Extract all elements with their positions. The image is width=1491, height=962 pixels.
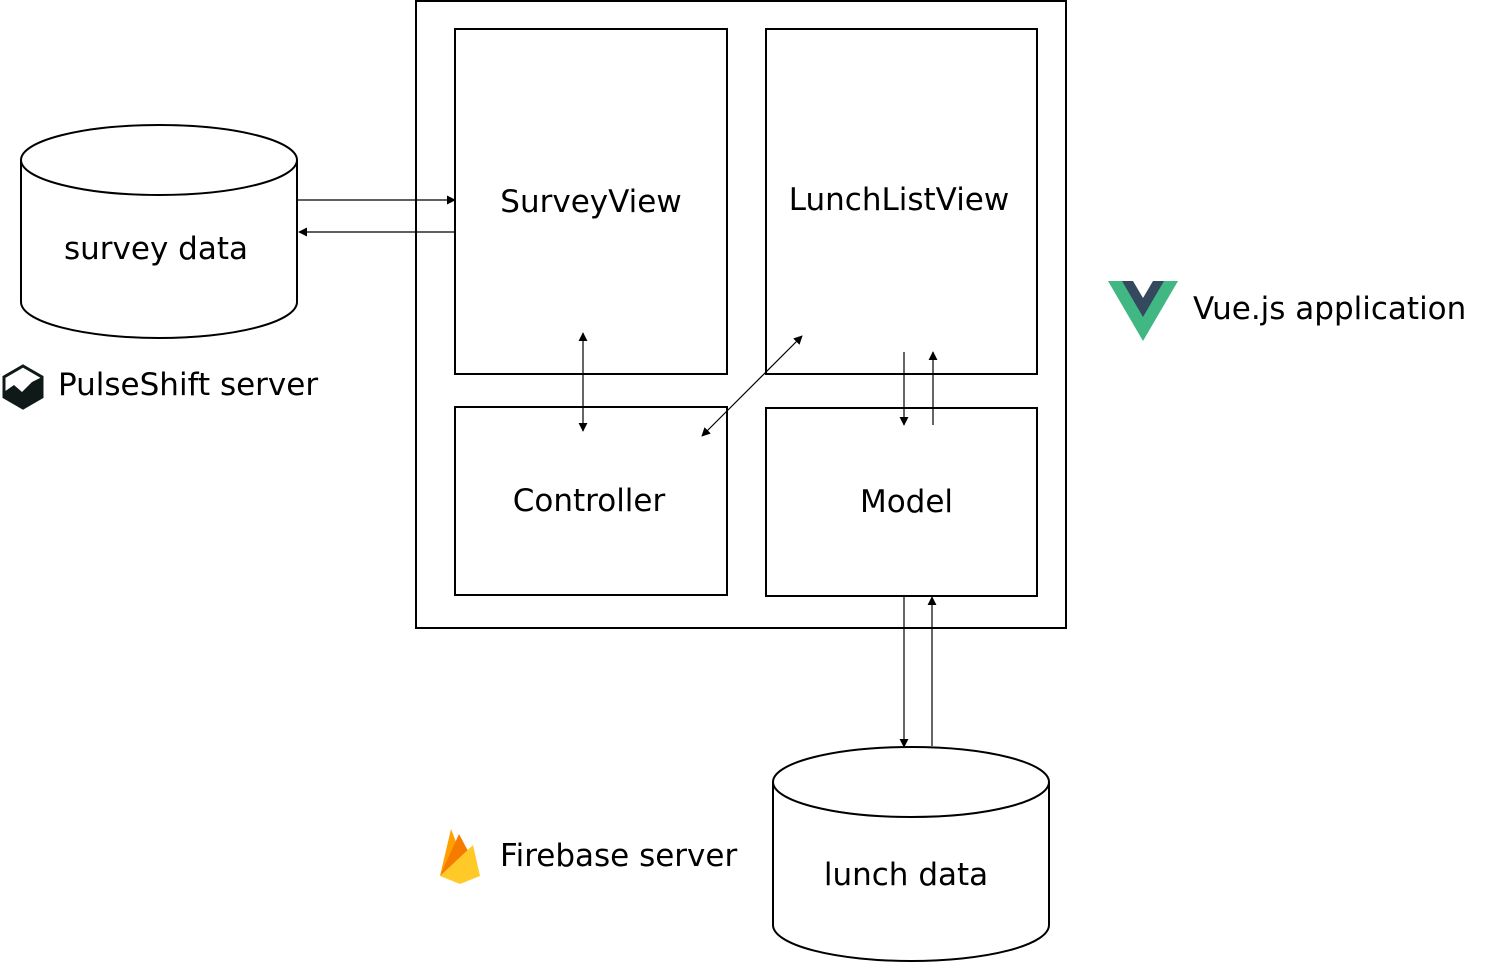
lunch-data-cylinder: lunch data (772, 746, 1050, 962)
model-box (765, 407, 1038, 597)
lunch-list-view-box (765, 28, 1038, 375)
firebase-server-label: Firebase server (500, 838, 738, 874)
pulseshift-icon (2, 364, 44, 410)
survey-view-label: SurveyView (500, 184, 682, 220)
survey-data-cylinder: survey data (20, 124, 298, 339)
arrow-controller-lunch-list-view (701, 335, 803, 437)
lunch-data-label: lunch data (824, 857, 988, 893)
firebase-icon (440, 829, 480, 884)
vue-icon (1108, 281, 1178, 341)
controller-box (454, 406, 728, 596)
survey-data-label: survey data (64, 231, 248, 267)
model-label: Model (859, 484, 954, 520)
lunch-list-view-label: LunchListView (788, 182, 1010, 218)
vue-application-label: Vue.js application (1193, 291, 1467, 327)
controller-label: Controller (512, 483, 666, 519)
pulseshift-server-label: PulseShift server (58, 367, 319, 403)
survey-view-box (454, 28, 728, 375)
